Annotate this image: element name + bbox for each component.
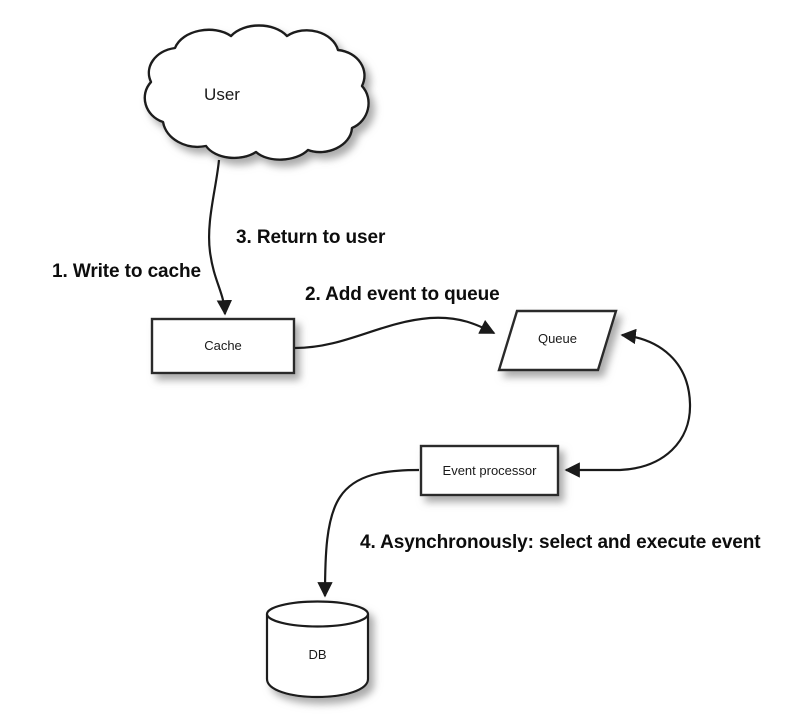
node-queue[interactable] xyxy=(497,309,618,372)
node-user[interactable] xyxy=(143,24,370,161)
event-processor-rect xyxy=(419,444,560,497)
db-cylinder-top xyxy=(265,600,370,628)
step-label-4-asynchronously-select-and-execute-event: 4. Asynchronously: select and execute ev… xyxy=(360,532,761,553)
node-db[interactable] xyxy=(265,600,370,699)
edge-user-to-cache xyxy=(208,159,233,316)
step-label-3-return-to-user: 3. Return to user xyxy=(236,227,386,248)
cloud-shape xyxy=(143,24,370,161)
db-cylinder-body xyxy=(265,613,370,699)
queue-parallelogram xyxy=(497,309,618,372)
edge-event-processor-to-db xyxy=(317,468,420,598)
node-cache[interactable] xyxy=(150,317,296,375)
node-event-processor[interactable] xyxy=(419,444,560,497)
edge-queue-to-event-processor xyxy=(564,328,692,478)
step-label-2-add-event-to-queue: 2. Add event to queue xyxy=(305,284,500,305)
cache-rect xyxy=(150,317,296,375)
edge-cache-to-queue xyxy=(294,316,496,350)
step-label-1-write-to-cache: 1. Write to cache xyxy=(52,261,201,282)
